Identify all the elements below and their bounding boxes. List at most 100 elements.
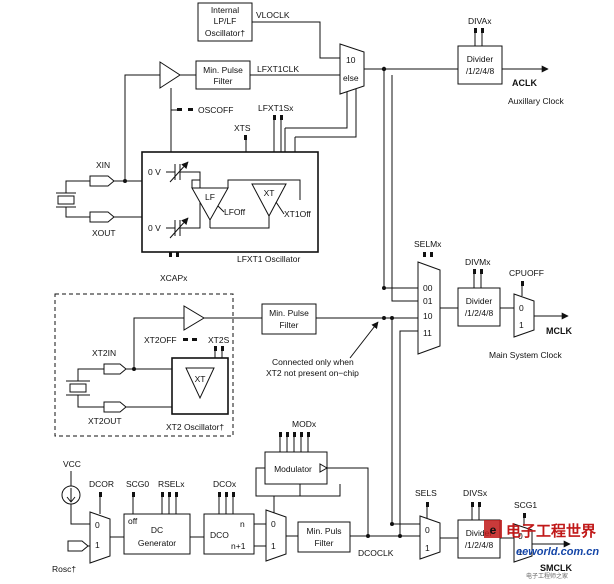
lfxt1sx-label: LFXT1Sx bbox=[258, 103, 294, 113]
internal-osc-line3: Oscillator† bbox=[205, 28, 245, 38]
mux-m-00: 00 bbox=[423, 283, 433, 293]
svg-text:e: e bbox=[490, 523, 497, 537]
oscoff-label: OSCOFF bbox=[198, 105, 233, 115]
xts-label: XTS bbox=[234, 123, 251, 133]
xt2-region bbox=[54, 293, 234, 437]
xout-pin bbox=[89, 211, 115, 223]
internal-osc-line1: Internal bbox=[211, 5, 239, 15]
divider-s-line2: /1/2/4/8 bbox=[465, 540, 494, 550]
xt2s-label: XT2S bbox=[208, 335, 230, 345]
divax-label: DIVAx bbox=[468, 16, 492, 26]
lfoff-label: LFOff bbox=[224, 207, 246, 217]
min-puls-filter-3-line2: Filter bbox=[315, 538, 334, 548]
lfxt1-buffer bbox=[159, 61, 181, 89]
mux-r-1: 1 bbox=[95, 540, 100, 550]
divmx-label: DIVMx bbox=[465, 257, 491, 267]
dcoclk-label: DCOCLK bbox=[358, 548, 394, 558]
xin-label: XIN bbox=[96, 160, 110, 170]
min-pulse-filter-1-line1: Min. Pulse bbox=[203, 65, 243, 75]
xt2off-label: XT2OFF bbox=[144, 335, 177, 345]
divider-a-line1: Divider bbox=[467, 54, 494, 64]
rosc-mux: 0 1 bbox=[89, 511, 111, 564]
dcor-label: DCOR bbox=[89, 479, 114, 489]
xt-amplifier-lfxt1 bbox=[251, 183, 287, 218]
mux-a-else: else bbox=[343, 73, 359, 83]
dc-generator: off DC Generator bbox=[123, 513, 191, 555]
mux-s-0: 0 bbox=[425, 525, 430, 535]
mux-r-0: 0 bbox=[95, 520, 100, 530]
internal-oscillator: Internal LP/LF Oscillator† bbox=[197, 2, 253, 42]
mclk-divider: Divider /1/2/4/8 bbox=[457, 287, 501, 327]
divider-m-line1: Divider bbox=[466, 296, 493, 306]
dc-generator-line2: Generator bbox=[138, 538, 176, 548]
xt2in-label: XT2IN bbox=[92, 348, 116, 358]
xt2out-pin bbox=[103, 401, 127, 413]
aux-clock-label: Auxillary Clock bbox=[508, 96, 564, 106]
mux-dco-0: 0 bbox=[271, 519, 276, 529]
scg1-label: SCG1 bbox=[514, 500, 537, 510]
lfxt1-oscillator: 0 V 0 V LF LFOff XT XT1Off bbox=[141, 151, 319, 253]
xcapx-label: XCAPx bbox=[160, 273, 188, 283]
mux-a-10: 10 bbox=[346, 55, 356, 65]
modx-label: MODx bbox=[292, 419, 317, 429]
mux-m-10: 10 bbox=[423, 311, 433, 321]
lfxt1clk-label: LFXT1CLK bbox=[257, 64, 299, 74]
xt-lfxt1-label: XT bbox=[264, 188, 275, 198]
xt2in-pin bbox=[103, 363, 127, 375]
min-pulse-filter-1-line2: Filter bbox=[214, 76, 233, 86]
xt2out-label: XT2OUT bbox=[88, 416, 122, 426]
smclk-label: SMCLK bbox=[540, 563, 572, 573]
xin-pin bbox=[89, 175, 115, 187]
xt2-osc-label: XT2 Oscillator† bbox=[166, 422, 224, 432]
mux-cpu-1: 1 bbox=[519, 320, 524, 330]
internal-osc-line2: LP/LF bbox=[214, 16, 237, 26]
min-puls-filter-3: Min. Puls Filter bbox=[297, 521, 351, 553]
lf-amplifier bbox=[191, 187, 229, 222]
smclk-divider: Divider /1/2/4/8 bbox=[457, 519, 501, 559]
modulator: Modulator bbox=[264, 451, 329, 485]
mux-scg-1: 1 bbox=[518, 547, 523, 557]
dco-n: n bbox=[240, 519, 245, 529]
mux-s-1: 1 bbox=[425, 543, 430, 553]
xt1off-label: XT1Off bbox=[284, 209, 311, 219]
min-puls-filter-3-line1: Min. Puls bbox=[307, 526, 342, 536]
mux-dco-1: 1 bbox=[271, 541, 276, 551]
connected-note-line2: XT2 not present on−chip bbox=[266, 368, 359, 378]
cpuoff-label: CPUOFF bbox=[509, 268, 544, 278]
mclk-mux: 00 01 10 11 bbox=[417, 261, 441, 355]
aclk-label: ACLK bbox=[512, 78, 537, 88]
dco-mux: 0 1 bbox=[265, 509, 287, 562]
dc-generator-off: off bbox=[128, 516, 138, 526]
selmx-label: SELMx bbox=[414, 239, 442, 249]
watermark-brand: eeworld.com.cn bbox=[516, 546, 599, 558]
scg1-mux: 0 1 bbox=[513, 523, 533, 563]
aclk-mux: 10 else bbox=[339, 43, 365, 95]
dcox-label: DCOx bbox=[213, 479, 237, 489]
rosc-label: Rosc† bbox=[52, 564, 76, 574]
dco-label: DCO bbox=[210, 530, 229, 540]
cpuoff-mux: 0 1 bbox=[513, 293, 535, 338]
eeworld-watermark: e 电子工程世界 eeworld.com.cn 电子工程师之家 bbox=[484, 520, 599, 580]
mclk-label: MCLK bbox=[546, 326, 572, 336]
aclk-divider: Divider /1/2/4/8 bbox=[457, 45, 503, 85]
mux-m-01: 01 bbox=[423, 296, 433, 306]
mux-m-11: 11 bbox=[423, 328, 432, 338]
xt2-oscillator: XT bbox=[171, 357, 229, 415]
smclk-mux: 0 1 bbox=[419, 515, 441, 560]
sels-label: SELS bbox=[415, 488, 437, 498]
dco-n1: n+1 bbox=[231, 541, 246, 551]
divsx-label: DIVSx bbox=[463, 488, 488, 498]
min-pulse-filter-1: Min. Pulse Filter bbox=[195, 60, 251, 90]
xt-xt2-label: XT bbox=[195, 374, 206, 384]
divider-s-line1: Divider bbox=[466, 528, 493, 538]
xout-label: XOUT bbox=[92, 228, 116, 238]
zero-v-top: 0 V bbox=[148, 167, 161, 177]
crystal-xt2 bbox=[66, 368, 104, 408]
min-pulse-filter-2-line1: Min. Pulse bbox=[269, 308, 309, 318]
main-clock-label: Main System Clock bbox=[489, 350, 562, 360]
vloclk-label: VLOCLK bbox=[256, 10, 290, 20]
connected-note-line1: Connected only when bbox=[272, 357, 354, 367]
modulator-label: Modulator bbox=[274, 464, 312, 474]
xt2-buffer bbox=[183, 305, 205, 331]
